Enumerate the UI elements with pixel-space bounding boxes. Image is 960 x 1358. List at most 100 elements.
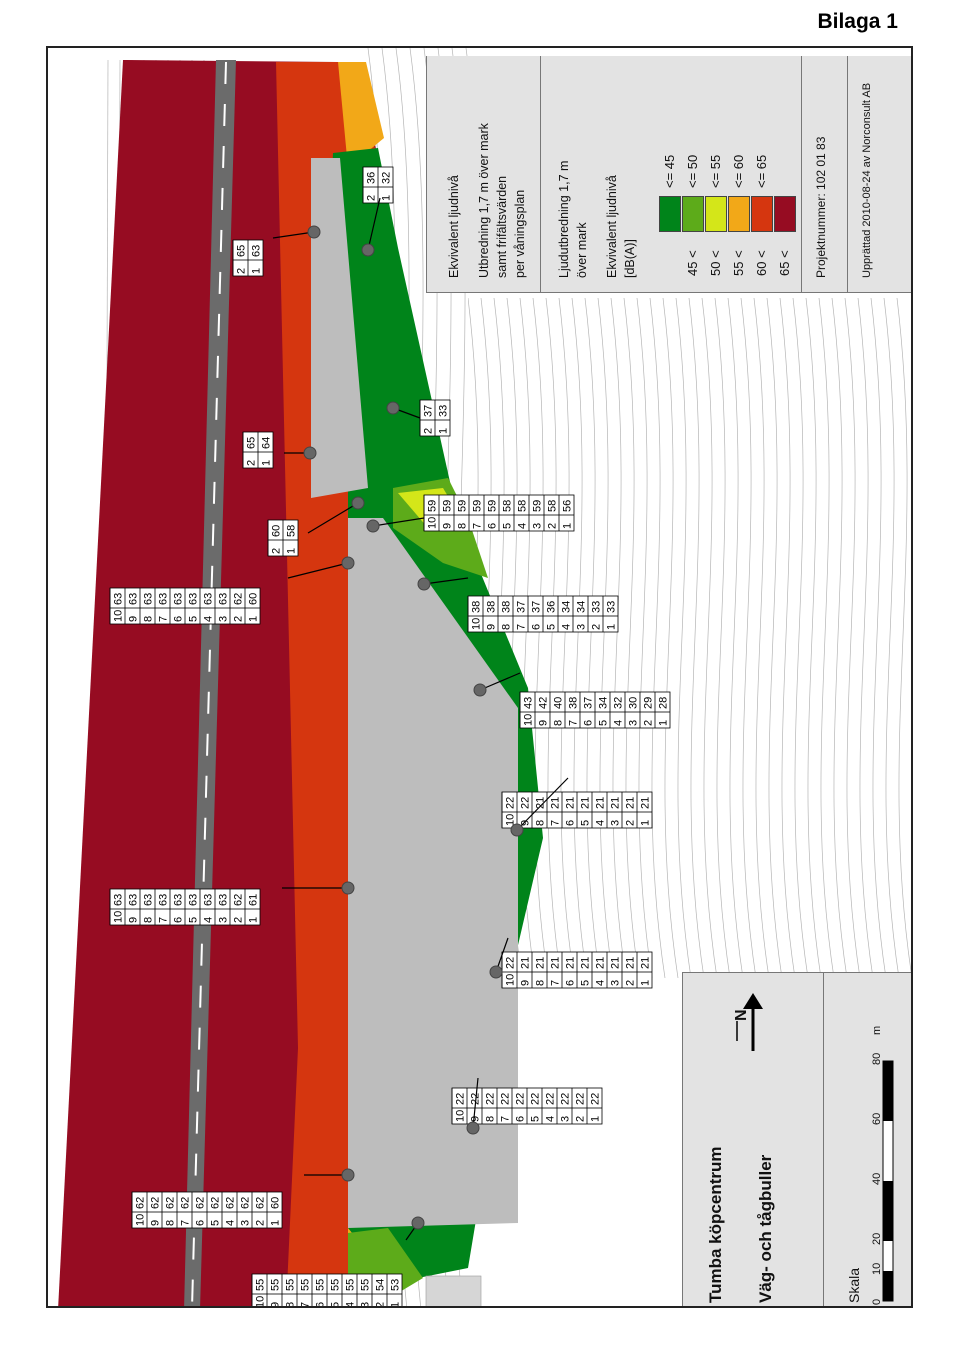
floor-number: 9 xyxy=(128,616,140,622)
noise-level-value: 55 xyxy=(255,1279,267,1291)
floor-number: 3 xyxy=(610,980,622,986)
contour-line xyxy=(649,298,666,978)
receiver-point xyxy=(510,823,524,837)
noise-level-value: 55 xyxy=(285,1279,297,1291)
floor-number: 9 xyxy=(470,1116,482,1122)
contour-line xyxy=(571,298,588,978)
legend-line: Ljudutbredning 1,7 m xyxy=(557,160,571,278)
railway xyxy=(184,60,236,1306)
noise-level-value: 22 xyxy=(485,1093,497,1105)
receiver-point xyxy=(341,556,355,570)
contour-line xyxy=(545,298,562,978)
noise-level-value: 21 xyxy=(595,797,607,809)
floor-number: 3 xyxy=(610,820,622,826)
contour-line xyxy=(818,298,835,978)
floor-number: 3 xyxy=(532,523,544,529)
scale-tick-label: 20 xyxy=(871,1232,883,1245)
floor-number: 5 xyxy=(188,917,200,923)
contour-line xyxy=(714,298,731,978)
receiver-point xyxy=(386,401,400,415)
floor-number: 5 xyxy=(210,1220,222,1226)
receiver-leader-line xyxy=(287,562,349,579)
contour-line xyxy=(883,298,900,978)
noise-level-value: 36 xyxy=(546,601,558,613)
noise-level-value: 59 xyxy=(427,500,439,512)
floor-number: 9 xyxy=(128,917,140,923)
contour-line xyxy=(675,298,692,978)
floor-number: 1 xyxy=(590,1116,602,1122)
floor-number: 5 xyxy=(330,1302,342,1308)
receiver-point xyxy=(366,519,380,533)
contour-line xyxy=(597,298,614,978)
floor-number: 2 xyxy=(575,1116,587,1122)
floor-number: 10 xyxy=(255,1296,267,1308)
contour-line xyxy=(727,298,744,978)
floor-number: 2 xyxy=(233,616,245,622)
floor-number: 2 xyxy=(591,624,603,630)
floor-number: 7 xyxy=(516,624,528,630)
noise-level-value: 32 xyxy=(381,172,393,184)
floor-number: 10 xyxy=(455,1110,467,1122)
noise-level-value: 64 xyxy=(261,437,273,449)
contour-line xyxy=(805,298,822,978)
contour-line xyxy=(701,298,718,978)
floor-number: 7 xyxy=(158,616,170,622)
floor-number: 7 xyxy=(550,980,562,986)
noise-level-value: 22 xyxy=(455,1093,467,1105)
floor-number: 10 xyxy=(523,714,535,726)
noise-level-value: 62 xyxy=(135,1197,147,1209)
floor-number: 2 xyxy=(236,268,248,274)
noise-level-value: 62 xyxy=(150,1197,162,1209)
legend-divider xyxy=(801,56,802,292)
noise-level-value: 55 xyxy=(315,1279,327,1291)
noise-level-value: 62 xyxy=(180,1197,192,1209)
floor-number: 1 xyxy=(640,820,652,826)
floor-number: 8 xyxy=(535,820,547,826)
floor-number: 4 xyxy=(561,624,573,630)
floor-number: 6 xyxy=(565,980,577,986)
floor-number: 1 xyxy=(562,523,574,529)
floor-number: 9 xyxy=(270,1302,282,1308)
floor-number: 1 xyxy=(261,460,273,466)
noise-level-value: 34 xyxy=(598,697,610,709)
created-note: Upprättad 2010-08-24 av Norconsult AB xyxy=(861,82,873,278)
noise-level-value: 63 xyxy=(188,593,200,605)
receiver-leader-line xyxy=(272,231,315,239)
floor-number: 2 xyxy=(271,548,283,554)
floor-number: 4 xyxy=(613,720,625,726)
building-north xyxy=(311,158,368,498)
noise-level-value: 63 xyxy=(158,593,170,605)
noise-level-value: 56 xyxy=(562,500,574,512)
noise-level-value: 60 xyxy=(271,525,283,537)
contour-line xyxy=(584,298,601,978)
floor-number: 4 xyxy=(595,820,607,826)
receiver-point xyxy=(341,881,355,895)
noise-level-value: 59 xyxy=(457,500,469,512)
legend-line: per våningsplan xyxy=(513,189,527,278)
noise-level-value: 65 xyxy=(236,245,248,257)
floor-number: 4 xyxy=(545,1116,557,1122)
floor-number: 3 xyxy=(576,624,588,630)
legend-class-lower: 60 < xyxy=(754,250,769,276)
noise-level-value: 21 xyxy=(550,957,562,969)
noise-level-value: 22 xyxy=(515,1093,527,1105)
floor-number: 2 xyxy=(366,195,378,201)
legend-class-lower: 65 < xyxy=(777,250,792,276)
noise-level-value: 63 xyxy=(128,894,140,906)
noise-level-value: 63 xyxy=(158,894,170,906)
legend-class-lower: 50 < xyxy=(708,250,723,276)
floor-number: 1 xyxy=(658,720,670,726)
legend-swatch xyxy=(682,196,704,232)
floor-number: 3 xyxy=(560,1116,572,1122)
noise-level-value: 21 xyxy=(640,797,652,809)
noise-level-value: 38 xyxy=(486,601,498,613)
noise-level-value: 21 xyxy=(580,957,592,969)
floor-number: 5 xyxy=(580,820,592,826)
legend-swatch xyxy=(705,196,727,232)
